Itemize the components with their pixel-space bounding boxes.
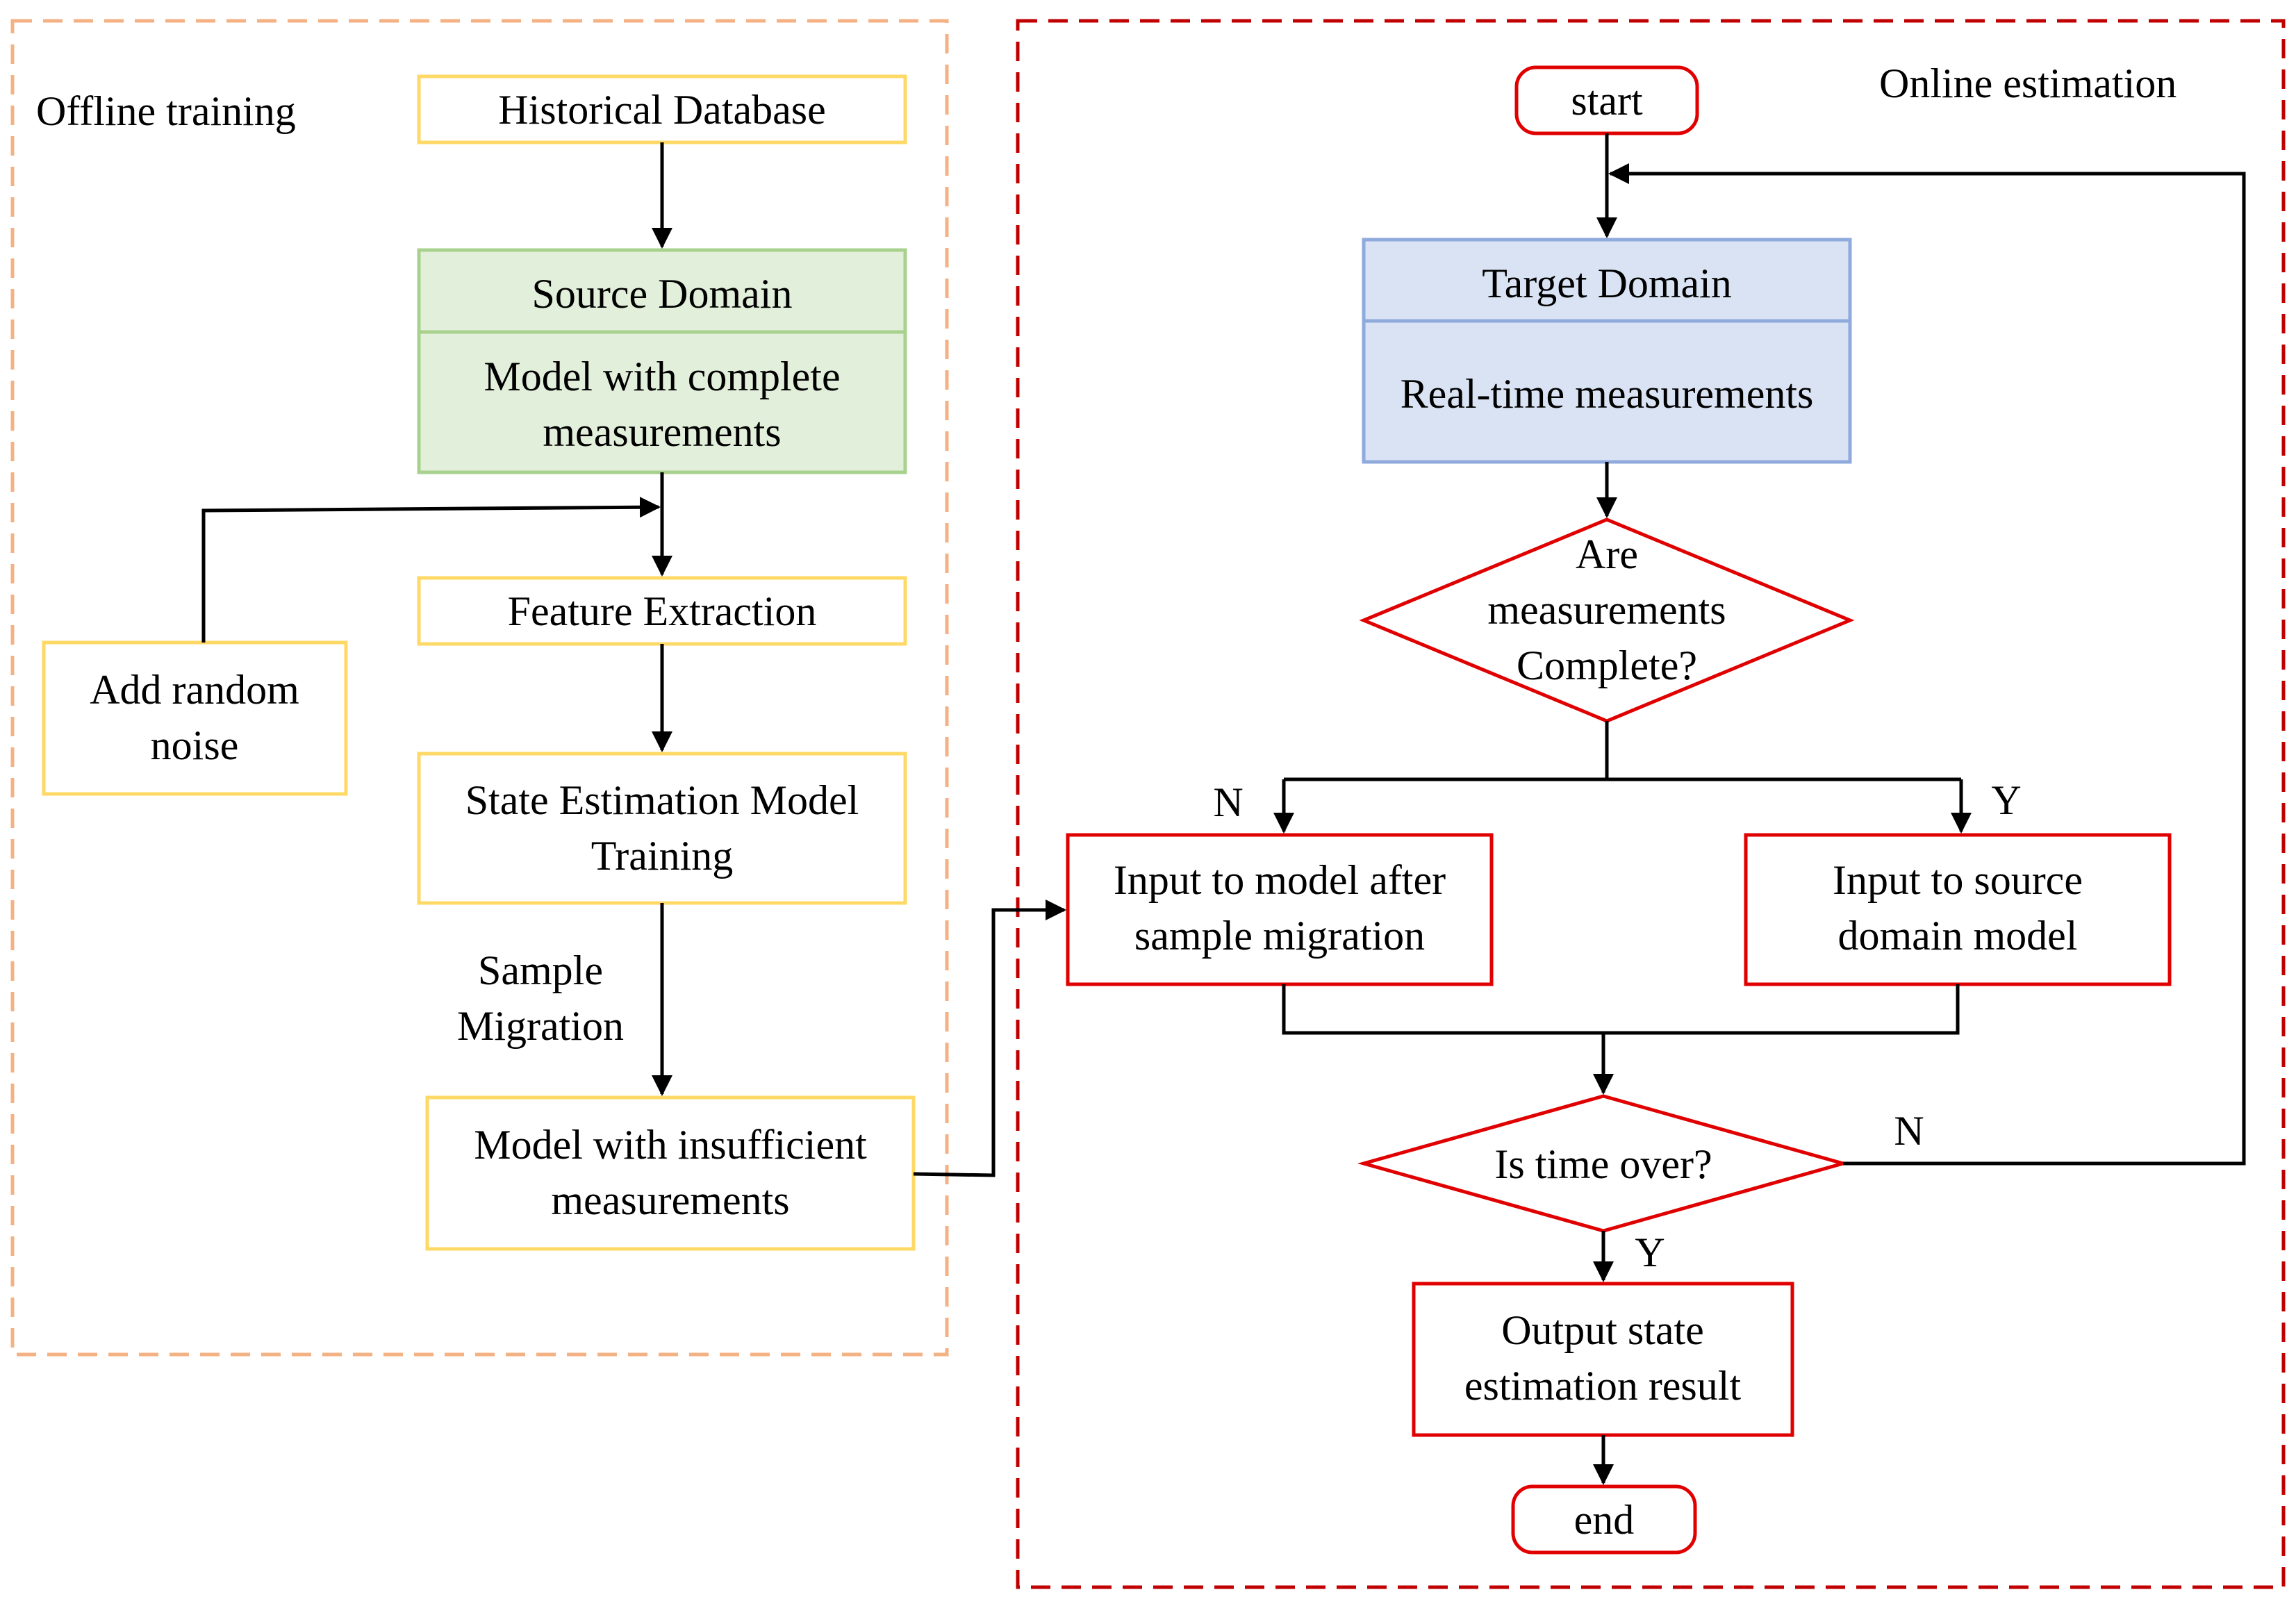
output-node: Output state estimation result [1412, 1282, 1794, 1437]
complete-decision-node: Are measurements Complete? [1359, 517, 1855, 723]
online-connectors [1273, 133, 2246, 1485]
random-noise-line1: Add random [90, 667, 299, 713]
insufficient-model-node: Model with insufficient measurements [425, 1095, 916, 1251]
complete-model-line1: Model with complete [484, 354, 840, 399]
end-label: end [1574, 1497, 1635, 1543]
random-noise-node: Add random noise [42, 640, 348, 796]
complete-question-line1: Are [1576, 531, 1638, 577]
source-input-node: Input to source domain model [1744, 833, 2172, 986]
offline-connectors [201, 142, 1066, 1177]
source-input-line2: domain model [1838, 913, 2078, 959]
historical-database-label: Historical Database [498, 87, 825, 133]
output-line1: Output state [1501, 1307, 1704, 1353]
feature-extraction-node: Feature Extraction [417, 576, 907, 646]
migration-input-line2: sample migration [1134, 913, 1425, 959]
migration-input-node: Input to model after sample migration [1066, 833, 1494, 986]
sample-migration-line2: Migration [457, 1003, 624, 1049]
target-domain-label: Target Domain [1482, 260, 1732, 306]
online-panel [1016, 19, 2286, 1589]
historical-database-node: Historical Database [417, 74, 907, 144]
training-node: State Estimation Model Training [417, 752, 907, 905]
source-input-line1: Input to source [1833, 857, 2083, 903]
time-question-label: Is time over? [1494, 1141, 1712, 1187]
offline-panel [10, 19, 949, 1357]
feature-extraction-label: Feature Extraction [508, 588, 817, 634]
time-no-label: N [1894, 1108, 1924, 1154]
end-node: end [1511, 1484, 1697, 1555]
branch-no-label: N [1213, 779, 1243, 825]
random-noise-line2: noise [151, 722, 239, 768]
start-label: start [1571, 78, 1643, 124]
branch-yes-label: Y [1991, 777, 2021, 823]
time-decision-node: Is time over? [1357, 1094, 1850, 1233]
sample-migration-line1: Sample [478, 947, 603, 993]
time-yes-label: Y [1635, 1229, 1665, 1275]
source-domain-label: Source Domain [532, 271, 793, 317]
training-line1: State Estimation Model [465, 777, 859, 823]
migration-input-line1: Input to model after [1114, 857, 1446, 903]
training-line2: Training [591, 833, 734, 879]
complete-question-line3: Complete? [1517, 643, 1697, 688]
start-node: start [1514, 65, 1699, 135]
complete-question-line2: measurements [1487, 587, 1726, 633]
source-domain-node: Source Domain Model with complete measur… [417, 248, 907, 474]
target-domain-node: Target Domain Real-time measurements [1362, 238, 1852, 464]
online-title: Online estimation [1879, 60, 2177, 106]
offline-title: Offline training [36, 88, 296, 134]
insufficient-model-line1: Model with insufficient [474, 1122, 867, 1168]
insufficient-model-line2: measurements [551, 1177, 789, 1223]
output-line2: estimation result [1464, 1363, 1742, 1409]
complete-model-line2: measurements [543, 409, 781, 455]
realtime-label: Real-time measurements [1401, 371, 1814, 417]
